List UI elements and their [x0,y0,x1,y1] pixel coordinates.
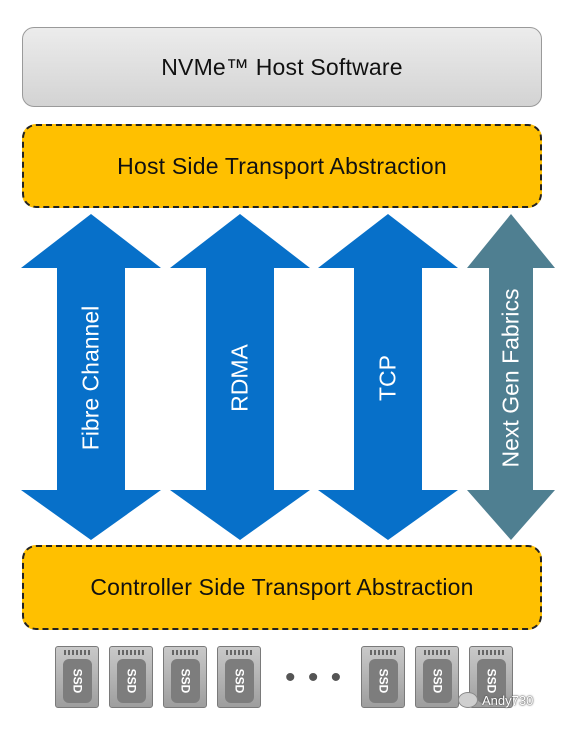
double-arrow-rdma [170,214,310,540]
host-software-label: NVMe™ Host Software [161,53,403,80]
ellipsis: • • • [285,661,344,694]
ssd-icon: SSD [415,646,459,708]
host-side-label: Host Side Transport Abstraction [117,152,447,179]
double-arrow-tcp [318,214,458,540]
controller-side-label: Controller Side Transport Abstraction [90,574,474,600]
ssd-icon: SSD [361,646,405,708]
watermark-text: Andy730 [482,692,534,708]
ssd-icon: SSD [55,646,99,708]
double-arrow-next-gen-fabrics [467,214,555,540]
ssd-icon: SSD [109,646,153,708]
controller-side-transport-box: Controller Side Transport Abstraction [22,545,542,630]
double-arrow-fibre-channel [21,214,161,540]
ssd-icon: SSD [163,646,207,708]
host-software-box: NVMe™ Host Software [22,27,542,107]
arrow-label-fibre-channel: Fibre Channel [77,305,104,451]
arrow-label-next-gen-fabrics: Next Gen Fabrics [497,288,524,468]
host-side-transport-box: Host Side Transport Abstraction [22,124,542,208]
arrow-label-rdma: RDMA [226,344,253,412]
watermark: Andy730 [458,688,533,712]
arrow-label-tcp: TCP [374,355,401,401]
ssd-icon: SSD [217,646,261,708]
wechat-icon [458,692,478,708]
